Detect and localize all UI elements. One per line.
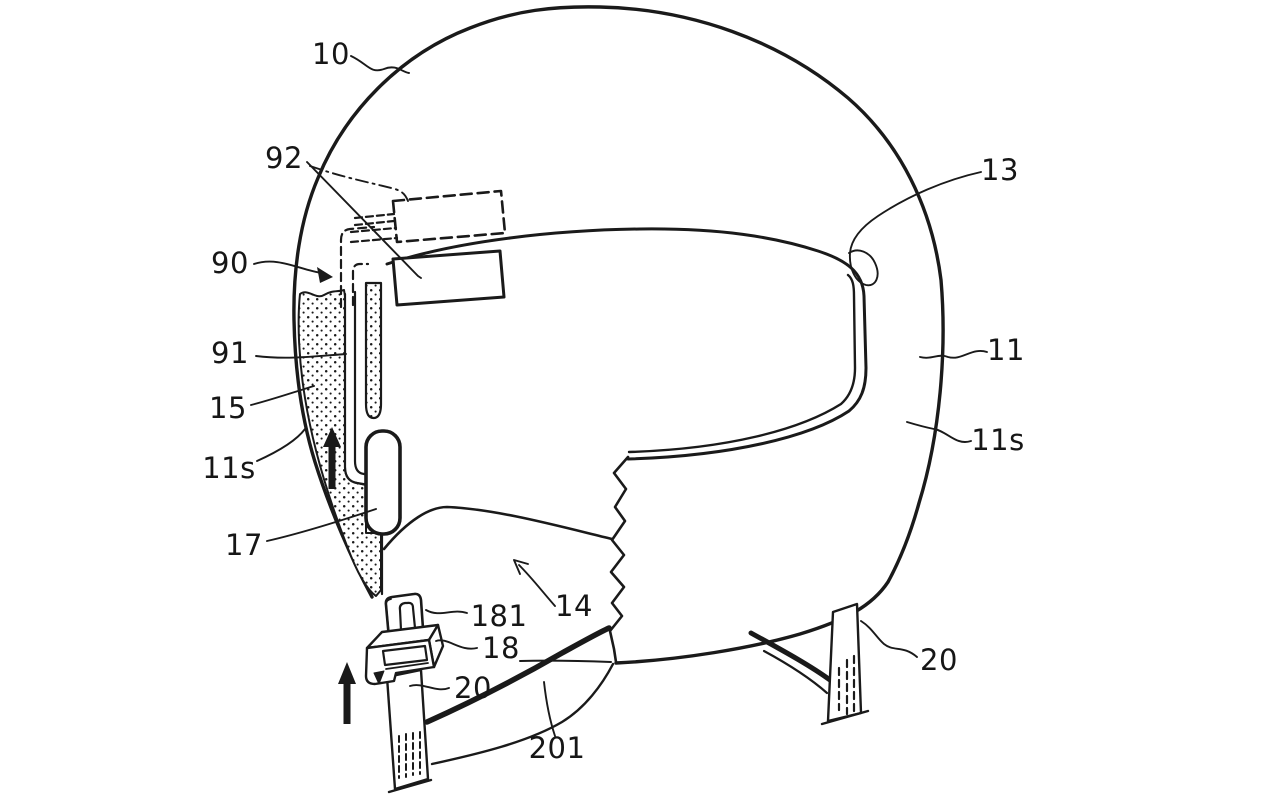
buckle-slot bbox=[381, 644, 429, 667]
cheek-pad-torn-edge bbox=[608, 455, 630, 664]
leader-90 bbox=[253, 260, 323, 274]
ref-label-201: 201 bbox=[529, 731, 586, 765]
up-arrow-channel-icon bbox=[323, 427, 341, 489]
strap-band-rear-bottom bbox=[762, 649, 829, 695]
leader-92-dashdot bbox=[309, 165, 409, 202]
helmet-shell-outline bbox=[292, 5, 945, 665]
leader-91 bbox=[255, 353, 347, 359]
front-strap-bottom-cut bbox=[387, 778, 433, 794]
ref-label-20-right: 20 bbox=[920, 643, 958, 677]
ref-label-90: 90 bbox=[211, 246, 249, 280]
ref-label-91: 91 bbox=[211, 336, 249, 370]
leader-11 bbox=[919, 349, 988, 359]
ref-label-20-center: 20 bbox=[454, 671, 492, 705]
inner-liner-curve bbox=[382, 505, 614, 551]
visor-inner-edge bbox=[627, 273, 857, 454]
leader-lines bbox=[250, 55, 988, 737]
leader-13 bbox=[848, 171, 982, 287]
rear-strap bbox=[826, 602, 863, 723]
ref-label-11: 11 bbox=[987, 333, 1025, 367]
ref-label-18: 18 bbox=[482, 631, 520, 665]
ref-label-92: 92 bbox=[265, 141, 303, 175]
leader-201 bbox=[543, 681, 556, 737]
ref-label-11s-left: 11s bbox=[202, 451, 256, 485]
leader-11s-right bbox=[906, 421, 972, 443]
buckle-notch bbox=[373, 670, 385, 685]
leader-14 bbox=[518, 564, 556, 607]
chin-pad-stippled bbox=[297, 289, 382, 597]
buckle-slot-underline bbox=[385, 662, 429, 670]
ref-label-181: 181 bbox=[471, 599, 528, 633]
visor-outline bbox=[385, 227, 868, 461]
leader-92-straight bbox=[306, 161, 422, 279]
buckle-tab-thickness bbox=[385, 598, 392, 647]
front-strap-stitching bbox=[398, 731, 421, 779]
leader-18 bbox=[435, 639, 478, 650]
hidden-strip-dashed bbox=[351, 262, 370, 307]
slide-strip-stippled bbox=[364, 281, 383, 420]
hidden-connector-bar-1b bbox=[353, 219, 396, 227]
ref-label-15: 15 bbox=[209, 391, 247, 425]
rear-strap-bottom-cut bbox=[820, 709, 870, 726]
slide-channel-inner bbox=[353, 290, 371, 477]
ref-label-17: 17 bbox=[225, 528, 263, 562]
leader-17 bbox=[266, 508, 377, 542]
front-strap bbox=[385, 668, 430, 791]
strap-band-top-edge bbox=[424, 625, 612, 725]
leader-14-arrowhead bbox=[513, 559, 529, 575]
leader-15 bbox=[250, 385, 315, 406]
strap-band-rear-top bbox=[748, 630, 833, 683]
slide-channel-outer bbox=[343, 292, 371, 487]
rear-strap-stitching bbox=[837, 654, 856, 716]
up-arrow-buckle-icon bbox=[338, 662, 356, 724]
leader-20-center bbox=[409, 684, 450, 691]
leader-11s-left bbox=[256, 428, 306, 462]
hidden-channel-dashed bbox=[339, 225, 376, 309]
strap-band-bottom-edge bbox=[430, 662, 615, 766]
ref-label-13: 13 bbox=[981, 153, 1019, 187]
lower-rim-segment bbox=[519, 659, 612, 663]
leader-90-arrowhead bbox=[317, 267, 333, 283]
leader-10 bbox=[350, 55, 410, 74]
ref-label-10: 10 bbox=[312, 37, 350, 71]
leader-20-right bbox=[860, 620, 918, 658]
ref-label-11s-right: 11s bbox=[971, 423, 1025, 457]
reference-labels: 10 92 90 91 15 11s 17 13 11 11s 20 181 1… bbox=[202, 37, 1025, 765]
hidden-connector-bar-2b bbox=[349, 236, 399, 244]
ref-label-14: 14 bbox=[555, 589, 593, 623]
leader-181 bbox=[425, 609, 468, 615]
visor-plate bbox=[391, 249, 506, 307]
slider-knob bbox=[364, 429, 402, 536]
